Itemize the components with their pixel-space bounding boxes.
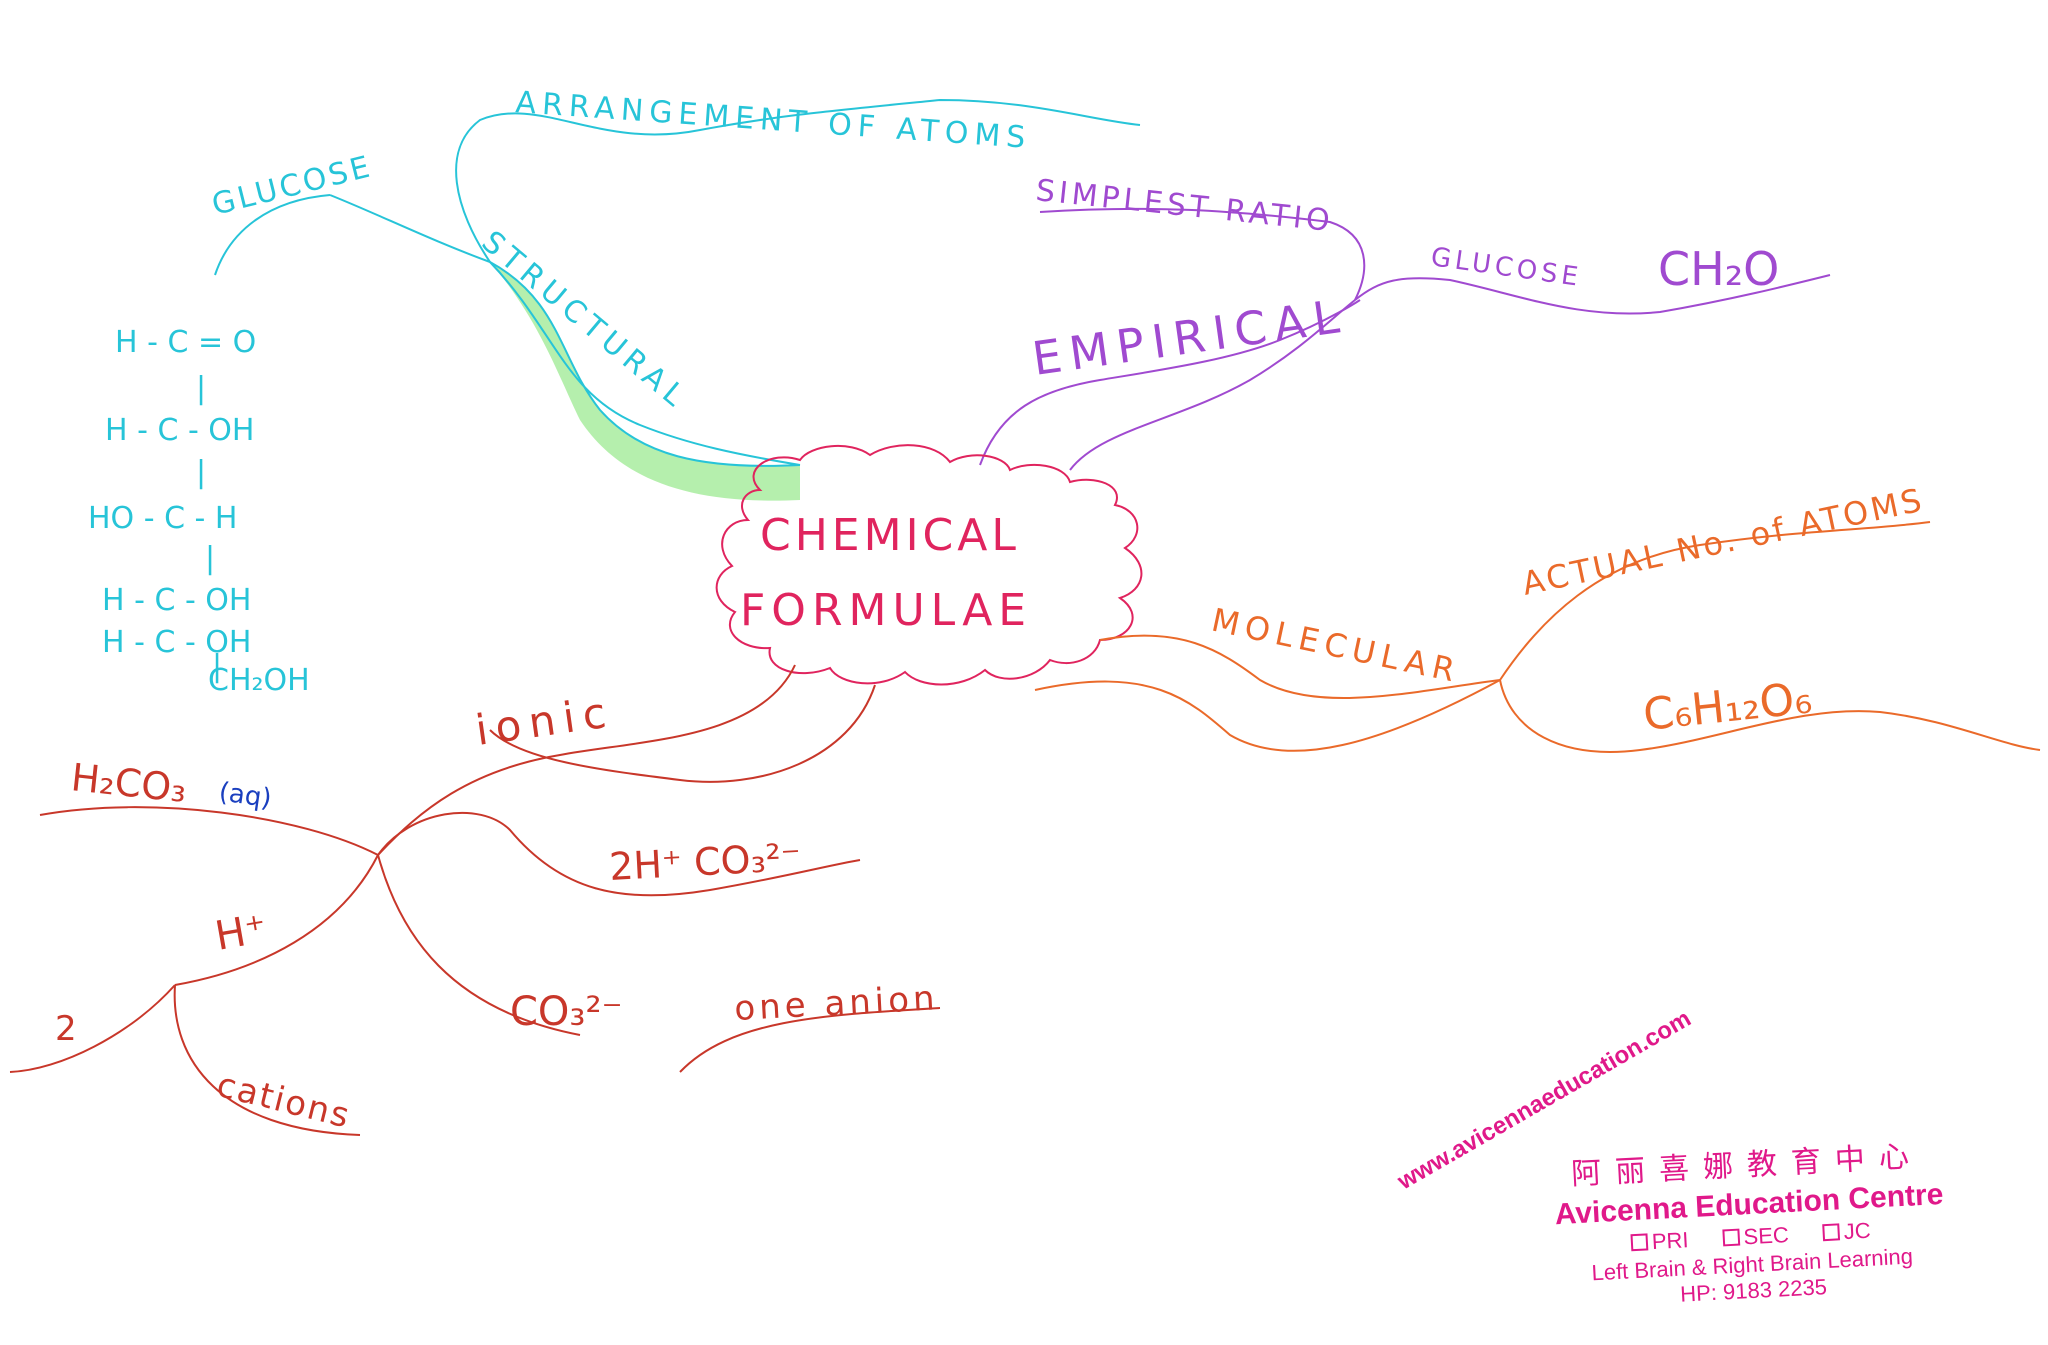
simplest-ratio-line: [1039, 207, 1366, 301]
actual-atoms-line: [1499, 521, 1931, 681]
glucose-structure: H - C = O | H - C - OH | HO - C - H | H …: [88, 325, 310, 698]
structure-bond-1: |: [196, 371, 206, 406]
glucose-line: [214, 194, 331, 276]
arrangement-line: [455, 98, 1141, 263]
one-anion-line: [679, 1007, 941, 1073]
empirical-branch: [979, 207, 1831, 471]
structural-lower-line: [489, 261, 801, 466]
anion-formula: CO₃²⁻: [510, 989, 623, 1035]
c6h12o6-line: [1499, 679, 2041, 753]
stamp-level-pri: PRI: [1630, 1227, 1689, 1255]
center-cloud: CHEMICAL FORMULAE: [715, 444, 1143, 686]
structure-row-6: CH₂OH: [208, 663, 310, 698]
cation-formula: H⁺: [212, 906, 270, 960]
empirical-line: [1069, 299, 1356, 471]
ions-formula: 2H⁺ CO₃²⁻: [608, 835, 802, 889]
molecular-formula: C₆H₁₂O₆: [1641, 673, 1814, 741]
structure-row-1: H - C = O: [115, 325, 256, 360]
center-title-line2: FORMULAE: [740, 585, 1032, 636]
ionic-line-2: [489, 684, 876, 783]
empirical-line-2: [979, 299, 1361, 466]
ionic-branch: [9, 664, 941, 1136]
one-anion-label: one anion: [733, 978, 939, 1029]
structure-row-2: H - C - OH: [105, 413, 254, 448]
arrangement-label: ARRANGEMENT OF ATOMS: [514, 85, 1032, 156]
cations-label: cations: [213, 1065, 355, 1137]
ionic-label: ionic: [473, 687, 617, 755]
molecular-label: MOLECULAR: [1208, 601, 1464, 691]
ions-line: [377, 811, 861, 897]
stamp-level-jc: JC: [1822, 1218, 1871, 1245]
cation-line: [174, 854, 379, 986]
empirical-formula: CH₂O: [1658, 242, 1779, 296]
structure-bond-5: |: [212, 649, 222, 684]
ionic-line: [377, 664, 796, 856]
structure-bond-2: |: [196, 455, 206, 490]
center-title-line1: CHEMICAL: [760, 510, 1020, 561]
structural-branch-line: [329, 194, 801, 467]
acid-line: [39, 806, 379, 856]
simplest-ratio-label: SIMPLEST RATIO: [1034, 173, 1335, 239]
two-line: [9, 984, 176, 1073]
structure-row-4: H - C - OH: [102, 583, 251, 618]
acid-state: (aq): [217, 777, 273, 814]
glucose-empirical-label: GLUCOSE: [1429, 242, 1584, 293]
structural-highlight: [490, 262, 800, 501]
structure-bond-3: |: [205, 541, 215, 576]
structural-branch: [214, 98, 1141, 501]
molecular-line: [1099, 634, 1501, 700]
cation-count: 2: [55, 1009, 77, 1049]
cations-line: [173, 984, 361, 1136]
structure-row-3: HO - C - H: [88, 501, 237, 536]
center-stamp: 阿丽喜娜教育中心 Avicenna Education Centre PRI S…: [1536, 1129, 1964, 1315]
glucose-structural-label: GLUCOSE: [208, 149, 376, 223]
molecular-branch: [1034, 521, 2041, 753]
actual-atoms-label: ACTUAL No. of ATOMS: [1519, 480, 1928, 602]
glucose-ch2o-line: [1354, 274, 1831, 315]
empirical-label: EMPIRICAL: [1029, 288, 1350, 386]
structure-row-5: H - C - OH: [102, 625, 251, 660]
anion-line: [377, 854, 581, 1036]
acid-formula: H₂CO₃: [69, 755, 188, 811]
molecular-lower-line: [1034, 679, 1501, 752]
stamp-level-sec: SEC: [1722, 1222, 1789, 1250]
